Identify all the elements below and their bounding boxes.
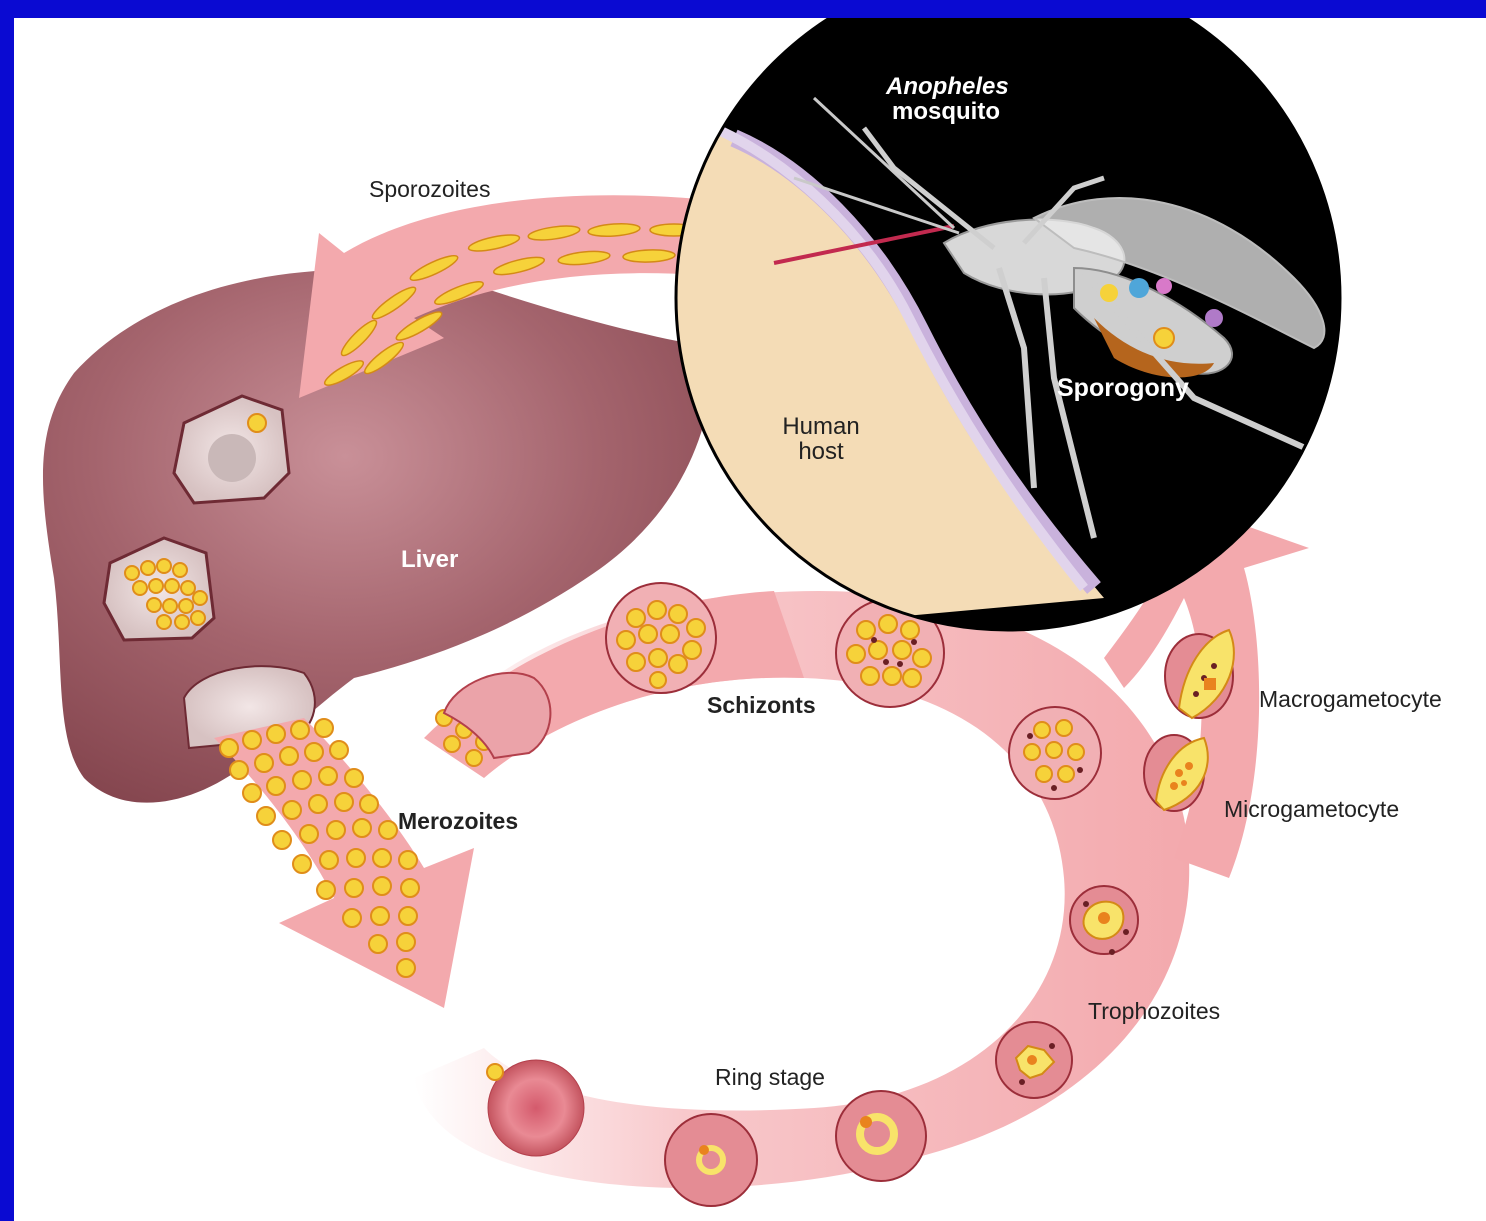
label-liver: Liver [401,546,458,574]
label-schizonts: Schizonts [707,692,816,719]
label-host: host [766,439,876,464]
label-anopheles: Anopheles [886,74,1006,99]
malaria-life-cycle-diagram [14,18,1486,1221]
label-mosquito: mosquito [886,99,1006,124]
label-macrogametocyte: Macrogametocyte [1259,686,1442,713]
diagram-canvas: Sporozoites Anopheles mosquito Sporogony… [14,18,1486,1221]
label-ring-stage: Ring stage [715,1064,825,1091]
label-sporogony: Sporogony [1057,374,1189,403]
label-anopheles-mosquito: Anopheles mosquito [886,74,1006,124]
label-sporozoites: Sporozoites [369,176,490,203]
label-human: Human [766,414,876,439]
label-trophozoites: Trophozoites [1088,998,1220,1025]
label-human-host: Human host [766,414,876,464]
label-merozoites: Merozoites [398,808,518,835]
label-microgametocyte: Microgametocyte [1224,796,1399,823]
